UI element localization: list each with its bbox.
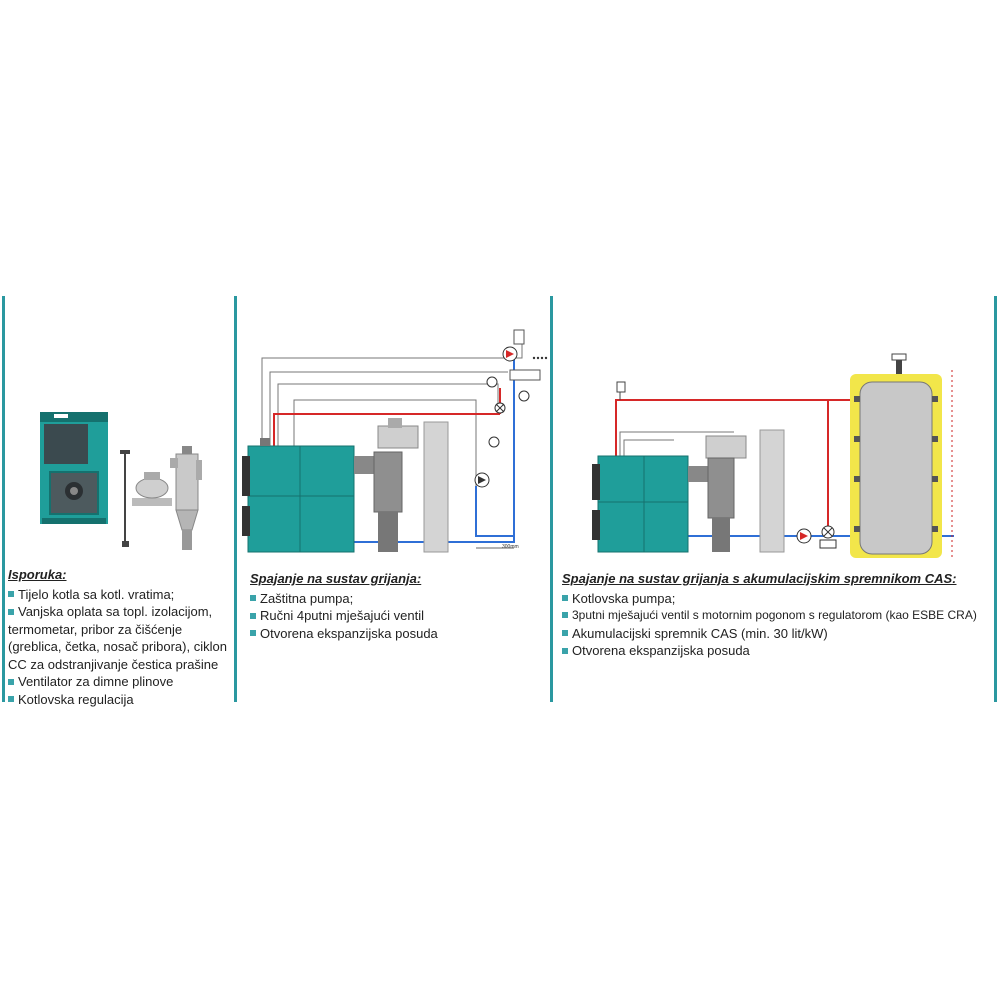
panel-buffer-tank-connection: Spajanje na sustav grijanja s akumulacij… — [554, 296, 992, 702]
heating-caption: Spajanje na sustav grijanja: Zaštitna pu… — [250, 570, 546, 642]
control-wiring — [619, 431, 734, 456]
expansion-vessel-icon — [513, 329, 525, 345]
divider-1 — [234, 296, 237, 702]
panel-delivery: Isporuka: Tijelo kotla sa kotl. vratima;… — [6, 296, 232, 707]
divider-left — [2, 296, 5, 702]
buffer-item: Akumulacijski spremnik CAS (min. 30 lit/… — [562, 625, 992, 643]
heating-item: Zaštitna pumpa; — [250, 590, 546, 608]
heating-item: Ručni 4putni mješajući ventil — [250, 607, 546, 625]
expansion-vessel-icon — [616, 381, 626, 393]
cyclone-icon — [170, 446, 202, 550]
mixing-valve-icon — [819, 525, 837, 549]
buffer-tank-diagram — [592, 353, 954, 558]
continuation-dots — [532, 356, 548, 360]
boiler-icon — [40, 412, 108, 524]
delivery-item: Vanjska oplata sa topl. izolacijom, term… — [8, 604, 227, 672]
fan-icon — [354, 418, 419, 474]
divider-2 — [550, 296, 553, 702]
dimension-label: 300mm — [502, 544, 519, 550]
fan-icon — [688, 435, 747, 482]
cleaning-tool-icon — [120, 450, 130, 547]
thermometer-icon — [486, 376, 530, 448]
pump-icon — [502, 346, 518, 362]
heating-connection-diagram: 300mm — [242, 329, 548, 553]
delivery-item: Ventilator za dimne plinove — [8, 673, 230, 691]
chimney-icon — [423, 421, 449, 553]
fan-icon — [132, 472, 172, 506]
delivery-item: Kotlovska regulacija — [8, 691, 230, 709]
boiler-icon — [242, 438, 355, 553]
delivery-item: Tijelo kotla sa kotl. vratima; — [8, 586, 230, 604]
pump-icon — [474, 472, 490, 488]
heating-title: Spajanje na sustav grijanja: — [250, 571, 422, 586]
buffer-tank-icon — [850, 353, 942, 558]
supply-pipe — [615, 399, 854, 532]
delivery-title: Isporuka: — [8, 567, 67, 582]
delivery-illustration — [40, 412, 202, 550]
divider-right — [994, 296, 997, 702]
cyclone-icon — [373, 451, 403, 552]
chimney-icon — [759, 429, 785, 553]
return-pipe — [352, 352, 515, 543]
buffer-item: Otvorena ekspanzijska posuda — [562, 642, 992, 660]
cyclone-icon — [707, 457, 735, 552]
buffer-title: Spajanje na sustav grijanja s akumulacij… — [562, 571, 957, 586]
buffer-caption: Spajanje na sustav grijanja s akumulacij… — [562, 570, 992, 660]
buffer-item: 3putni mješajući ventil s motornim pogon… — [562, 607, 992, 625]
pump-icon — [796, 528, 812, 544]
panel-heating-connection: 300mm Spajanje na sustav grijanja: Zašti… — [238, 296, 548, 702]
heating-item: Otvorena ekspanzijska posuda — [250, 625, 546, 643]
delivery-caption: Isporuka: Tijelo kotla sa kotl. vratima;… — [8, 566, 230, 708]
buffer-item: Kotlovska pumpa; — [562, 590, 992, 608]
boiler-icon — [592, 455, 689, 553]
mixing-valve-icon — [494, 369, 541, 414]
